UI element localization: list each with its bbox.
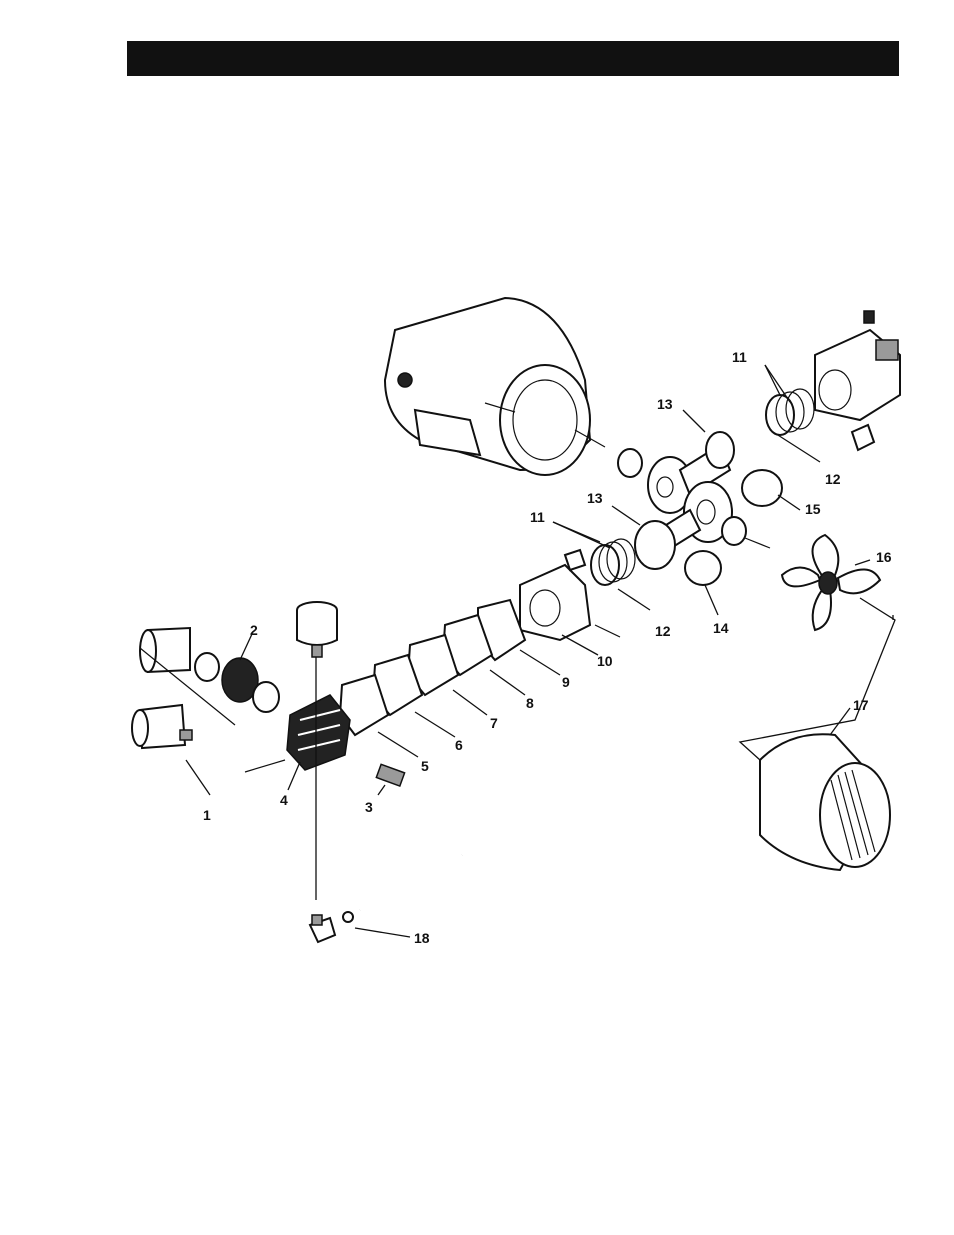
callout-13-lower: 13 [587, 490, 603, 506]
upper-piston-rings [766, 389, 814, 435]
callout-11-lower: 11 [530, 509, 545, 525]
callout-7: 7 [490, 715, 498, 731]
motor-illustration [385, 298, 605, 475]
callout-18: 18 [414, 930, 430, 946]
callout-14: 14 [713, 620, 729, 636]
cylinder-sleeve-upper [742, 470, 782, 506]
callout-10: 10 [597, 653, 613, 669]
callout-6: 6 [455, 737, 463, 753]
cooling-fan [782, 535, 880, 630]
callout-8: 8 [526, 695, 534, 711]
callout-1: 1 [203, 807, 211, 823]
callout-3: 3 [365, 799, 373, 815]
intake-filter-parts [132, 628, 279, 748]
upper-cylinder-head [815, 311, 900, 450]
callout-5: 5 [421, 758, 429, 774]
callout-13-upper: 13 [657, 396, 673, 412]
lower-piston-rings [591, 539, 635, 585]
elbow-and-tube [310, 855, 462, 942]
callout-2: 2 [250, 622, 258, 638]
fan-shroud [760, 734, 890, 870]
callout-12-lower: 12 [655, 623, 671, 639]
callout-15: 15 [805, 501, 821, 517]
callout-11-upper: 11 [732, 349, 747, 365]
callout-12-upper: 12 [825, 471, 841, 487]
callout-16: 16 [876, 549, 892, 565]
callout-17: 17 [853, 697, 869, 713]
callout-9: 9 [562, 674, 570, 690]
callout-4: 4 [280, 792, 288, 808]
intake-filter-top [297, 602, 337, 657]
